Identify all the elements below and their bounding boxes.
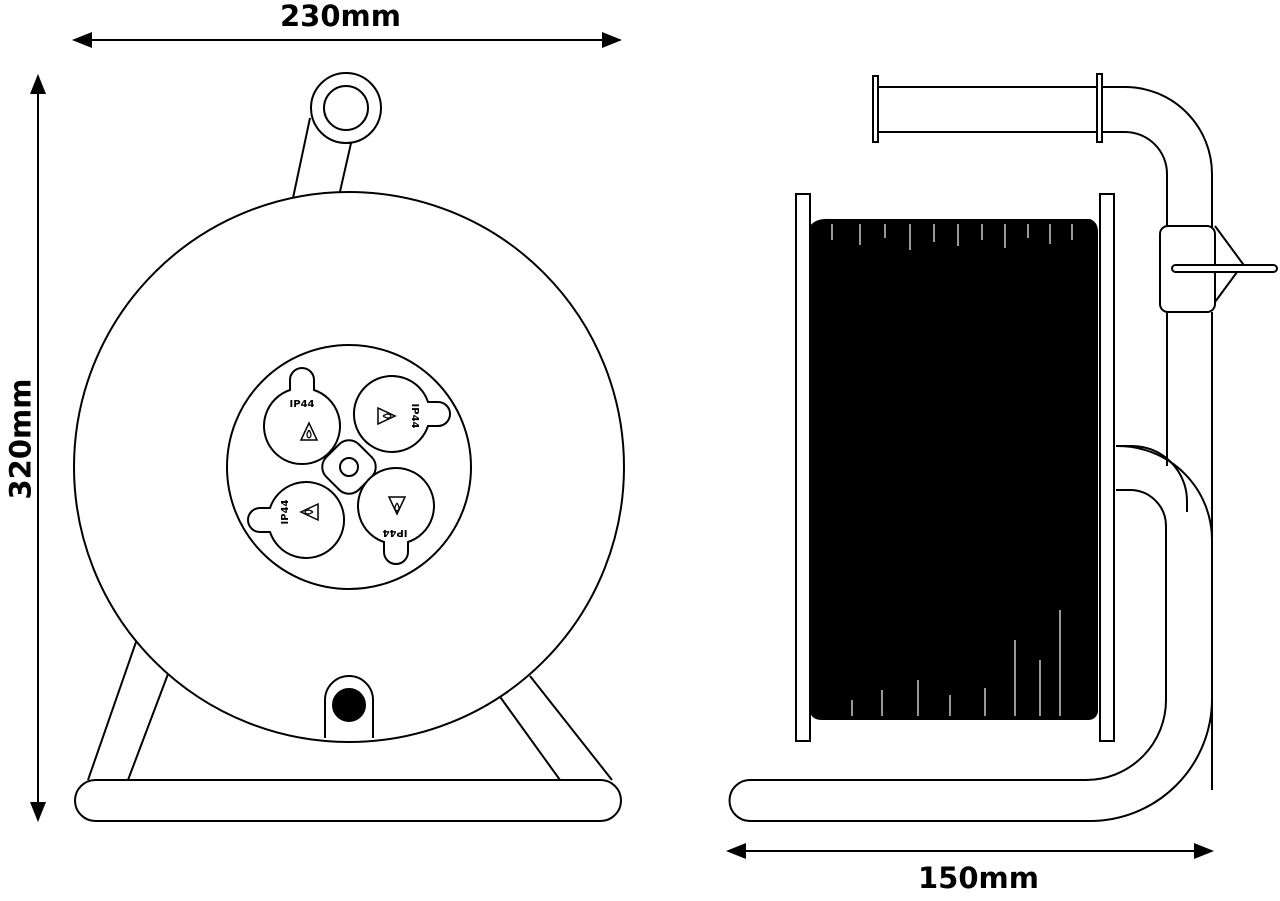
side-clamp: [1159, 225, 1278, 313]
socket-rating-label: IP44: [280, 499, 291, 524]
left-flange: [795, 193, 811, 742]
depth-dimension-label: 150mm: [918, 861, 1039, 895]
socket-hub: [226, 344, 472, 590]
socket-bottom-left: [247, 481, 346, 559]
side-view: [728, 73, 1278, 822]
right-flange: [1099, 193, 1115, 742]
socket-bottom-right: [357, 466, 435, 565]
front-view: [73, 72, 625, 822]
side-frame: [728, 312, 1213, 822]
side-handle: [872, 73, 1213, 228]
socket-rating-labels: IP44 IP44 IP44 IP44: [280, 399, 420, 538]
socket-rating-label: IP44: [409, 404, 420, 429]
cable-outlet: [324, 675, 374, 738]
socket-top-left: [263, 367, 341, 466]
socket-top-right: [352, 375, 451, 453]
socket-rating-label: IP44: [290, 399, 315, 410]
width-dimension-label: 230mm: [280, 0, 401, 33]
front-handle: [292, 72, 382, 199]
front-stand: [74, 641, 622, 822]
wound-cable: [810, 218, 1098, 720]
socket-rating-label: IP44: [382, 527, 407, 538]
